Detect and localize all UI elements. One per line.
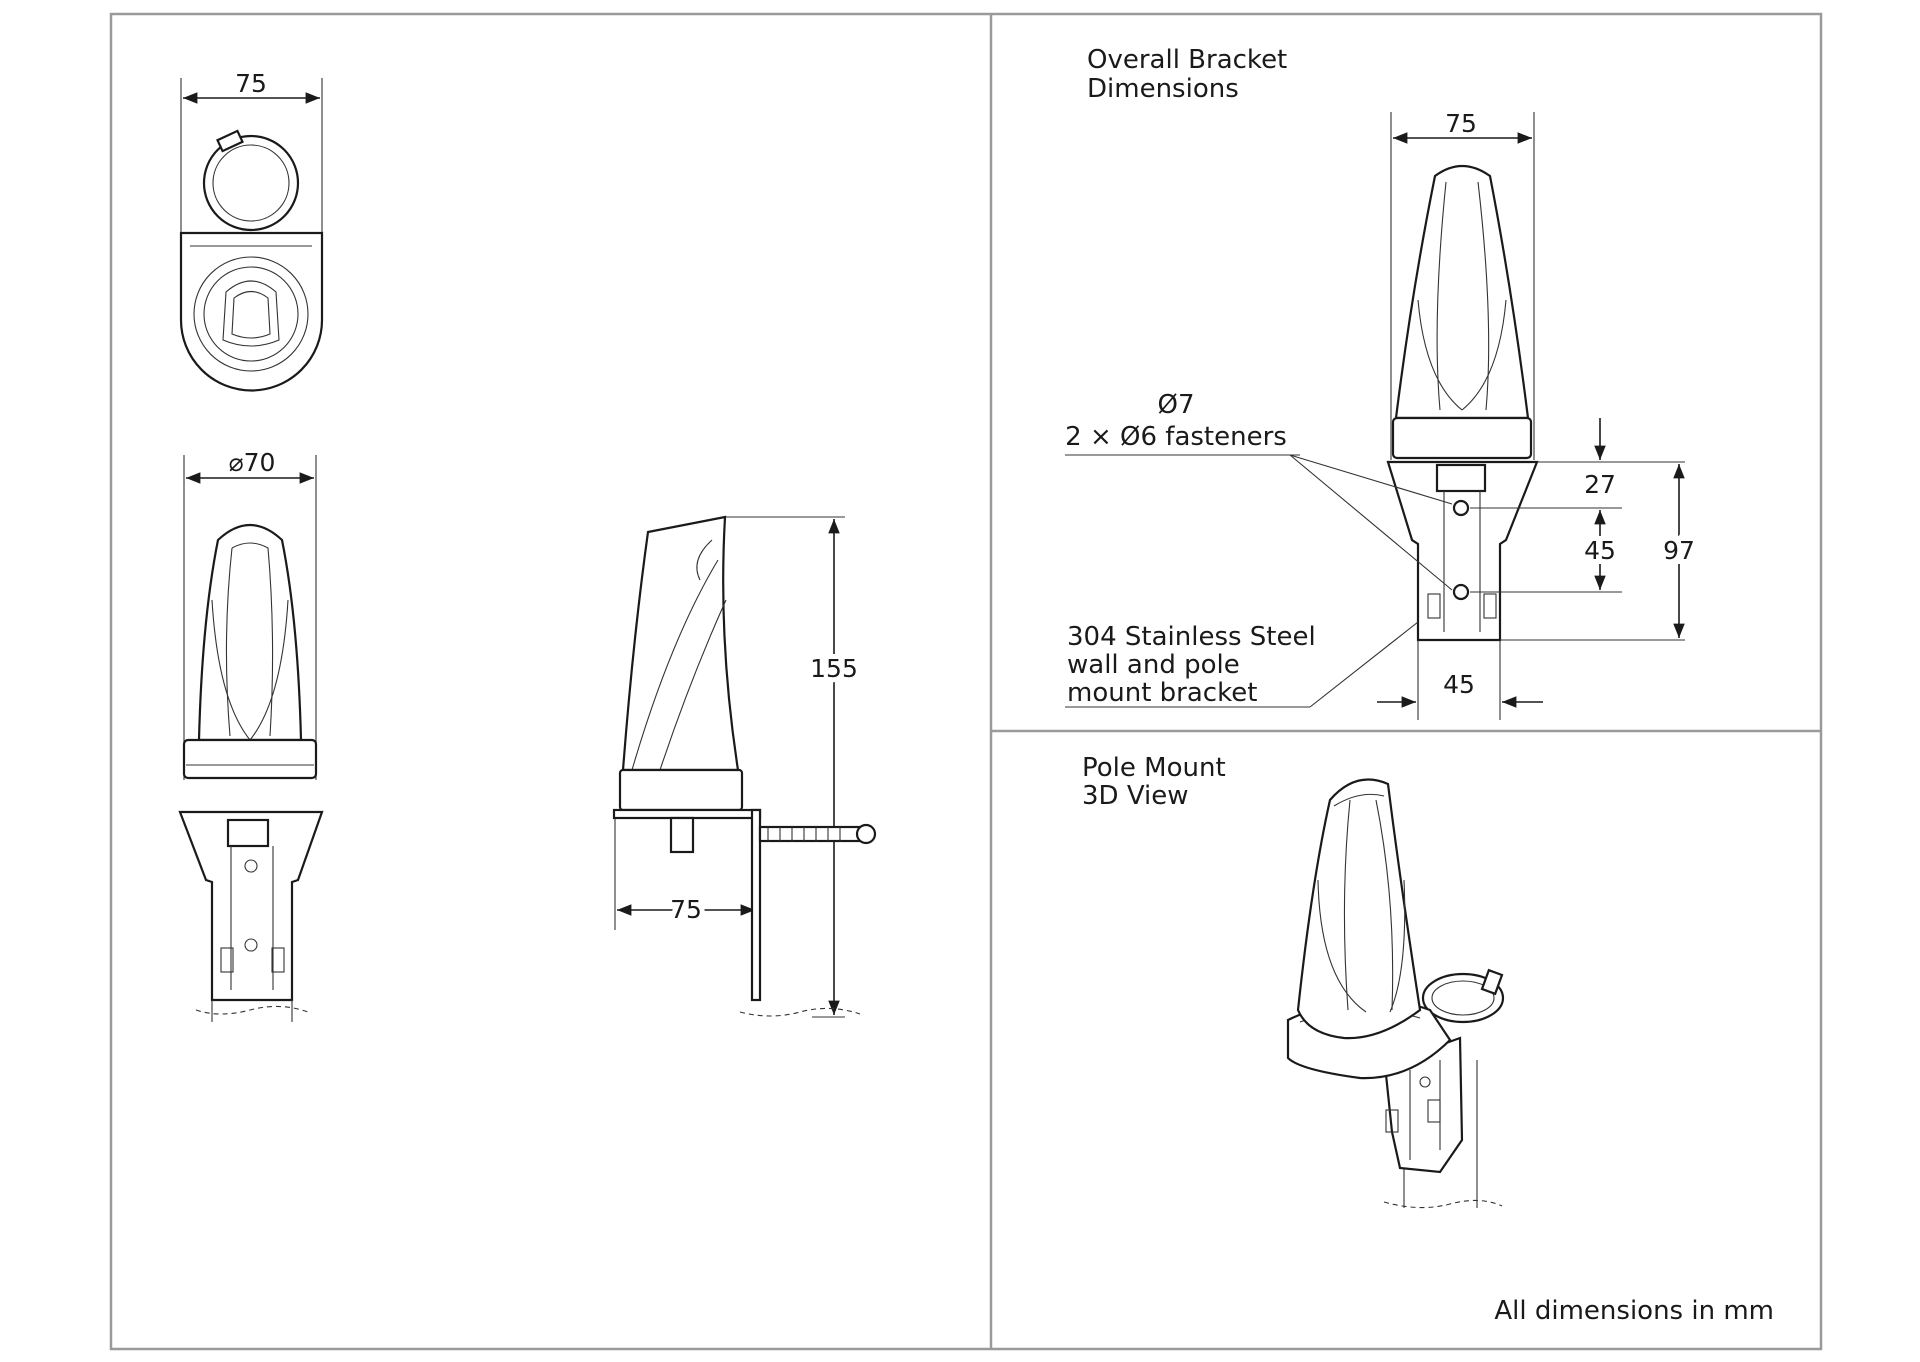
sheet-border (109, 12, 1823, 1351)
bracket-width-label: 75 (1445, 109, 1477, 138)
pole-mount-title-line1: Pole Mount (1082, 753, 1226, 783)
front-view-diameter-label: ⌀70 (229, 448, 276, 477)
dim-97-label: 97 (1663, 536, 1695, 565)
dim-45-vertical-label: 45 (1584, 536, 1616, 565)
side-view-depth-label: 75 (670, 895, 702, 924)
bracket-title-line1: Overall Bracket (1087, 45, 1287, 75)
dim-27-label: 27 (1584, 470, 1616, 499)
top-view: 75 (179, 69, 324, 392)
front-view: ⌀70 (178, 448, 324, 1022)
units-note: All dimensions in mm (1494, 1296, 1774, 1326)
side-view: 155 75 (612, 515, 877, 1018)
fastener-label: 2 × Ø6 fasteners (1065, 422, 1287, 452)
bracket-title-line2: Dimensions (1087, 74, 1239, 104)
material-line1: 304 Stainless Steel (1067, 622, 1316, 652)
pole-mount-3d-view: Pole Mount 3D View (1082, 753, 1505, 1209)
side-view-height-label: 155 (810, 654, 858, 683)
pole-mount-title-line2: 3D View (1082, 781, 1189, 811)
top-view-width-label: 75 (235, 69, 267, 98)
hole-diameter-label: Ø7 (1157, 390, 1194, 420)
material-line3: mount bracket (1067, 678, 1257, 708)
dim-45-horizontal-label: 45 (1443, 670, 1475, 699)
material-line2: wall and pole (1067, 650, 1240, 680)
bracket-detail: Overall Bracket Dimensions 75 Ø7 2 × Ø6 … (1065, 45, 1700, 720)
